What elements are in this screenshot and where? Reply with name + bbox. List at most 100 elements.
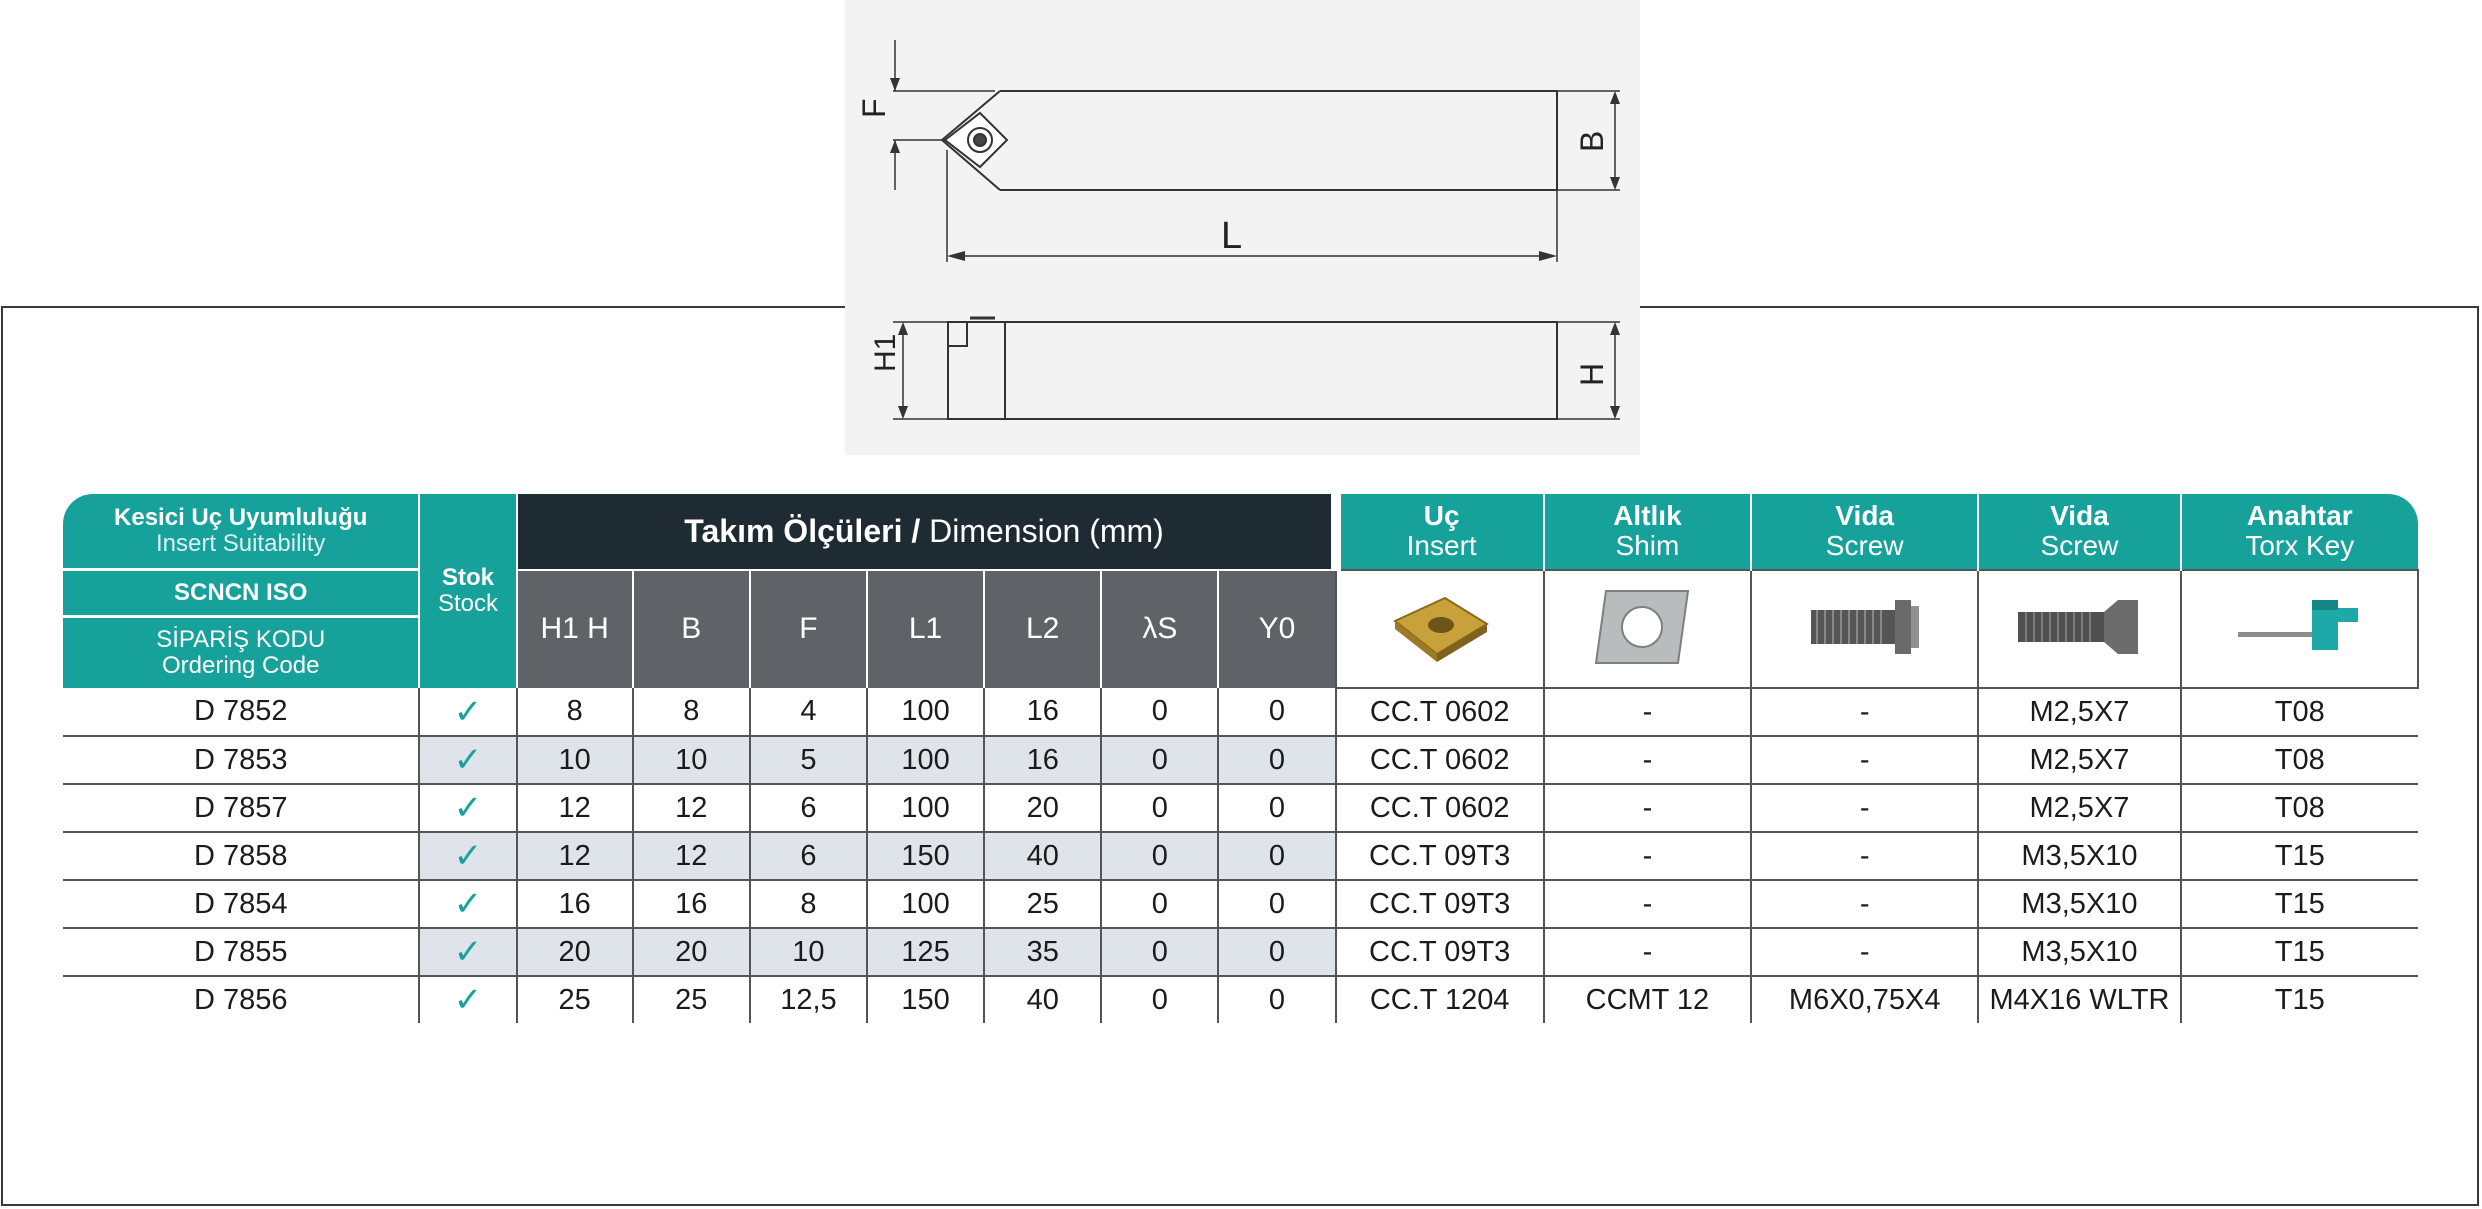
tool-holder-drawing: F B L H1 H xyxy=(856,40,1620,420)
accessory-header-tr: Vida xyxy=(1835,500,1894,532)
ordering-code: D 7858 xyxy=(63,832,420,881)
product-table-wrapper: Kesici Uç Uyumluluğu Insert Suitability … xyxy=(63,494,2420,1023)
cell-l2: 25 xyxy=(983,880,1102,929)
cell-screw-1: - xyxy=(1750,688,1979,737)
cell-f: 4 xyxy=(748,688,867,737)
dimension-title-tr: Takım Ölçüleri xyxy=(684,512,903,549)
cell-screw-2: M2,5X7 xyxy=(1977,688,2181,737)
cell-key: T15 xyxy=(2179,880,2418,929)
cell-shim: - xyxy=(1542,688,1752,737)
cell-h1h: 8 xyxy=(515,688,633,737)
dim-label-h: H xyxy=(1574,363,1610,386)
cell-y0: 0 xyxy=(1217,784,1336,833)
cell-y0: 0 xyxy=(1217,880,1336,929)
key-image-cell xyxy=(2179,568,2420,689)
cell-y0: 0 xyxy=(1217,832,1336,881)
shim-image-cell xyxy=(1542,568,1753,689)
stock-check: ✓ xyxy=(418,832,517,881)
accessory-header-en: Screw xyxy=(1825,530,1904,562)
cell-insert: CC.T 0602 xyxy=(1334,736,1544,785)
accessory-header-insert: Uç Insert xyxy=(1330,494,1544,570)
dim-label-f: F xyxy=(856,98,892,118)
cell-key: T15 xyxy=(2179,832,2418,881)
check-icon: ✓ xyxy=(453,933,483,971)
cell-l2: 20 xyxy=(983,784,1102,833)
cell-b: 12 xyxy=(631,832,750,881)
stock-en: Stock xyxy=(437,590,499,617)
ordering-code: D 7856 xyxy=(193,983,288,1016)
cell-b: 16 xyxy=(631,880,750,929)
clamp-screw-icon xyxy=(2018,600,2139,655)
cell-l2: 40 xyxy=(983,832,1102,881)
dim-label-l: L xyxy=(1221,215,1242,257)
cell-screw-1: M6X0,75X4 xyxy=(1750,976,1979,1023)
accessory-header-key: Anahtar Torx Key xyxy=(2179,494,2418,570)
accessory-header-screw-1: Vida Screw xyxy=(1750,494,1979,570)
accessory-header-en: Screw xyxy=(2040,530,2119,562)
cell-lambda-s: 0 xyxy=(1100,784,1219,833)
insert-suitability-en: Insert Suitability xyxy=(156,530,326,557)
dim-col-f: F xyxy=(748,568,867,688)
cell-lambda-s: 0 xyxy=(1100,688,1219,737)
side-view-arrows xyxy=(898,322,1620,419)
ordering-code-en: Ordering Code xyxy=(162,652,320,679)
cell-b: 12 xyxy=(631,784,750,833)
cell-b: 10 xyxy=(631,736,750,785)
cell-screw-1: - xyxy=(1750,880,1979,929)
cell-screw-2: M2,5X7 xyxy=(1977,784,2181,833)
insert-icon xyxy=(1392,597,1489,663)
accessory-header-tr: Vida xyxy=(2050,500,2109,532)
shim-screw-icon xyxy=(1810,600,1919,655)
check-icon: ✓ xyxy=(453,789,483,827)
check-icon: ✓ xyxy=(453,692,483,731)
cell-key: T08 xyxy=(2179,688,2418,737)
side-view xyxy=(893,316,1620,420)
ordering-code: D 7852 xyxy=(63,688,420,737)
cell-l1: 100 xyxy=(865,736,985,785)
dimension-title-en: Dimension (mm) xyxy=(929,512,1164,549)
cell-y0: 0 xyxy=(1217,736,1336,785)
accessory-header-en: Insert xyxy=(1406,530,1477,562)
ordering-code: D 7853 xyxy=(63,736,420,785)
cell-shim: - xyxy=(1542,928,1752,977)
cell-h1h: 12 xyxy=(515,832,633,881)
cell-l1: 100 xyxy=(865,688,985,737)
dim-col-l2: L2 xyxy=(983,568,1102,688)
accessory-header-en: Torx Key xyxy=(2245,530,2355,562)
check-icon: ✓ xyxy=(453,837,483,875)
cell-l2: 16 xyxy=(983,688,1102,737)
stock-check: ✓ xyxy=(418,736,517,785)
screw2-image-cell xyxy=(1977,568,2182,689)
cell-screw-2: M3,5X10 xyxy=(1977,880,2181,929)
cell-h1h: 12 xyxy=(515,784,633,833)
cell-screw-1: - xyxy=(1750,784,1979,833)
dim-col-h1h: H1 H xyxy=(515,568,633,688)
cell-screw-2: M4X16 WLTR xyxy=(1977,976,2181,1023)
cell-l1: 125 xyxy=(865,928,985,977)
cell-key: T15 xyxy=(2179,928,2418,977)
ordering-code: D 7854 xyxy=(63,880,420,929)
cell-lambda-s: 0 xyxy=(1100,736,1219,785)
stock-check: ✓ xyxy=(418,880,517,929)
top-view-arrows xyxy=(890,78,1620,261)
accessory-header-shim: Altlık Shim xyxy=(1542,494,1752,570)
cell-f: 8 xyxy=(748,880,867,929)
iso-header: SCNCN ISO xyxy=(63,568,420,617)
check-icon: ✓ xyxy=(453,981,483,1019)
ordering-code-tr: SİPARİŞ KODU xyxy=(156,626,326,653)
cell-l1: 150 xyxy=(865,832,985,881)
cell-insert: CC.T 09T3 xyxy=(1334,928,1544,977)
cell-shim: - xyxy=(1542,736,1752,785)
cell-shim: - xyxy=(1542,832,1752,881)
cell-f: 12,5 xyxy=(748,976,867,1023)
accessory-header-tr: Altlık xyxy=(1613,500,1682,532)
stock-tr: Stok xyxy=(442,564,495,591)
ordering-code: D 7855 xyxy=(63,928,420,977)
cell-key: T08 xyxy=(2179,736,2418,785)
